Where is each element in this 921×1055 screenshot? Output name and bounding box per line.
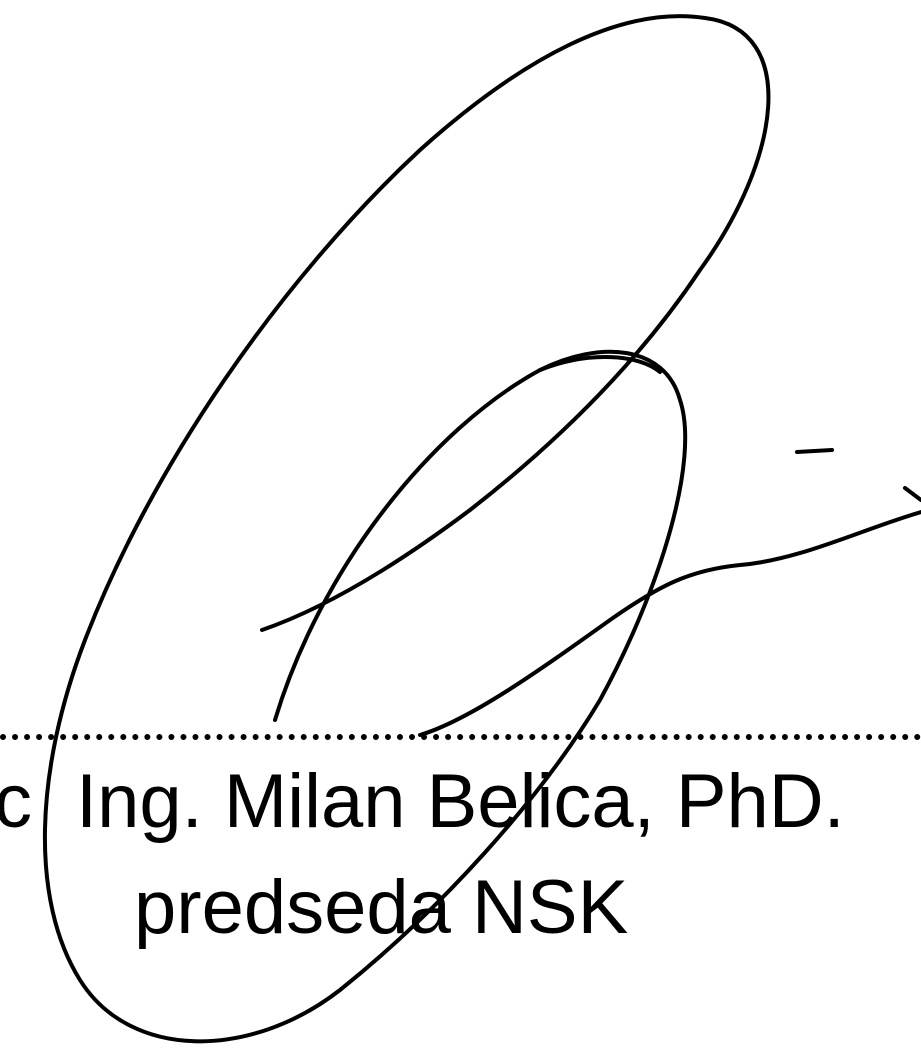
signatory-name: Ing. Milan Belica, PhD. xyxy=(76,759,845,844)
signature-tail-stroke xyxy=(418,510,921,737)
signatory-name-line: c Ing. Milan Belica, PhD. xyxy=(0,756,921,848)
signatory-role: predseda NSK xyxy=(134,865,629,950)
signature-dotted-line xyxy=(0,734,921,740)
signature-end-hook xyxy=(903,486,921,502)
signature-flick xyxy=(795,448,834,454)
signature-outer-loop xyxy=(260,16,771,632)
signature-inner-loop xyxy=(538,355,662,374)
signatory-prefix-fragment: c xyxy=(0,759,32,844)
